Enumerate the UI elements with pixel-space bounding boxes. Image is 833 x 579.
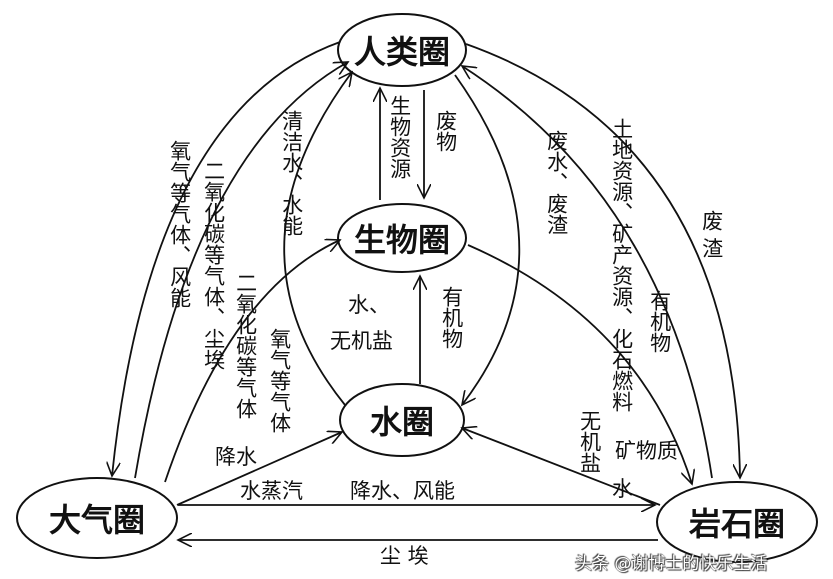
arrow-human-to-water [454,74,521,405]
arrow-human-to-rock-outer [465,43,740,478]
label-waste-residue: 废 渣 [699,210,724,259]
label-precip: 降水 [215,445,257,469]
label-waste: 废物 [433,110,458,152]
node-water-ellipse [339,383,465,457]
label-o2-bio: 氧气等气体 [267,328,292,433]
node-human: 人类圈 [353,33,451,71]
label-clean-water: 清洁水、水能 [279,110,304,236]
arrow-water-to-human [283,72,352,406]
label-precip-wind: 降水、风能 [350,479,455,503]
label-land-resources: 土地资源、矿产资源、化石燃料 [609,118,634,412]
label-water-rock: 水 [612,477,633,501]
label-organic-rock: 有机物 [647,290,672,353]
arrow-atmo-to-human [134,62,348,479]
arrow-rock-to-water [462,428,661,506]
node-rock: 岩石圈 [688,505,786,543]
label-wastewater: 废水、废渣 [544,130,569,235]
node-atmo-ellipse [16,477,178,559]
node-water: 水圈 [369,403,435,441]
watermark: 头条 @谢博士的快乐生活 [575,554,768,574]
arrow-atmo-to-bio [164,240,340,483]
node-bio-ellipse [337,203,467,273]
label-water-salt-2: 无机盐 [330,329,393,353]
arrow-atmo-to-water [176,432,342,506]
node-human-ellipse [337,13,467,87]
node-atmo: 大气圈 [48,501,146,539]
node-rock-ellipse [656,481,818,563]
arrow-human-to-atmo [112,41,341,476]
label-organic-up: 有机物 [439,286,464,349]
arrow-rock-to-human [462,66,713,479]
label-dust: 尘 埃 [380,544,429,568]
label-o2-wind: 氧气等气体、风能 [167,140,192,308]
arrow-bio-to-rock [467,244,692,484]
label-co2-bio: 二氧化碳等气体 [233,272,258,419]
label-minerals: 矿物质 [615,439,678,463]
label-co2-dust: 二氧化碳等气体、尘埃 [201,160,226,370]
label-bio-resources: 生物资源 [387,95,412,179]
label-vapor: 水蒸汽 [240,479,303,503]
label-water-salt-1: 水、 [348,293,390,317]
node-bio: 生物圈 [353,221,451,259]
label-inorganic-salt: 无机盐 [577,410,602,473]
